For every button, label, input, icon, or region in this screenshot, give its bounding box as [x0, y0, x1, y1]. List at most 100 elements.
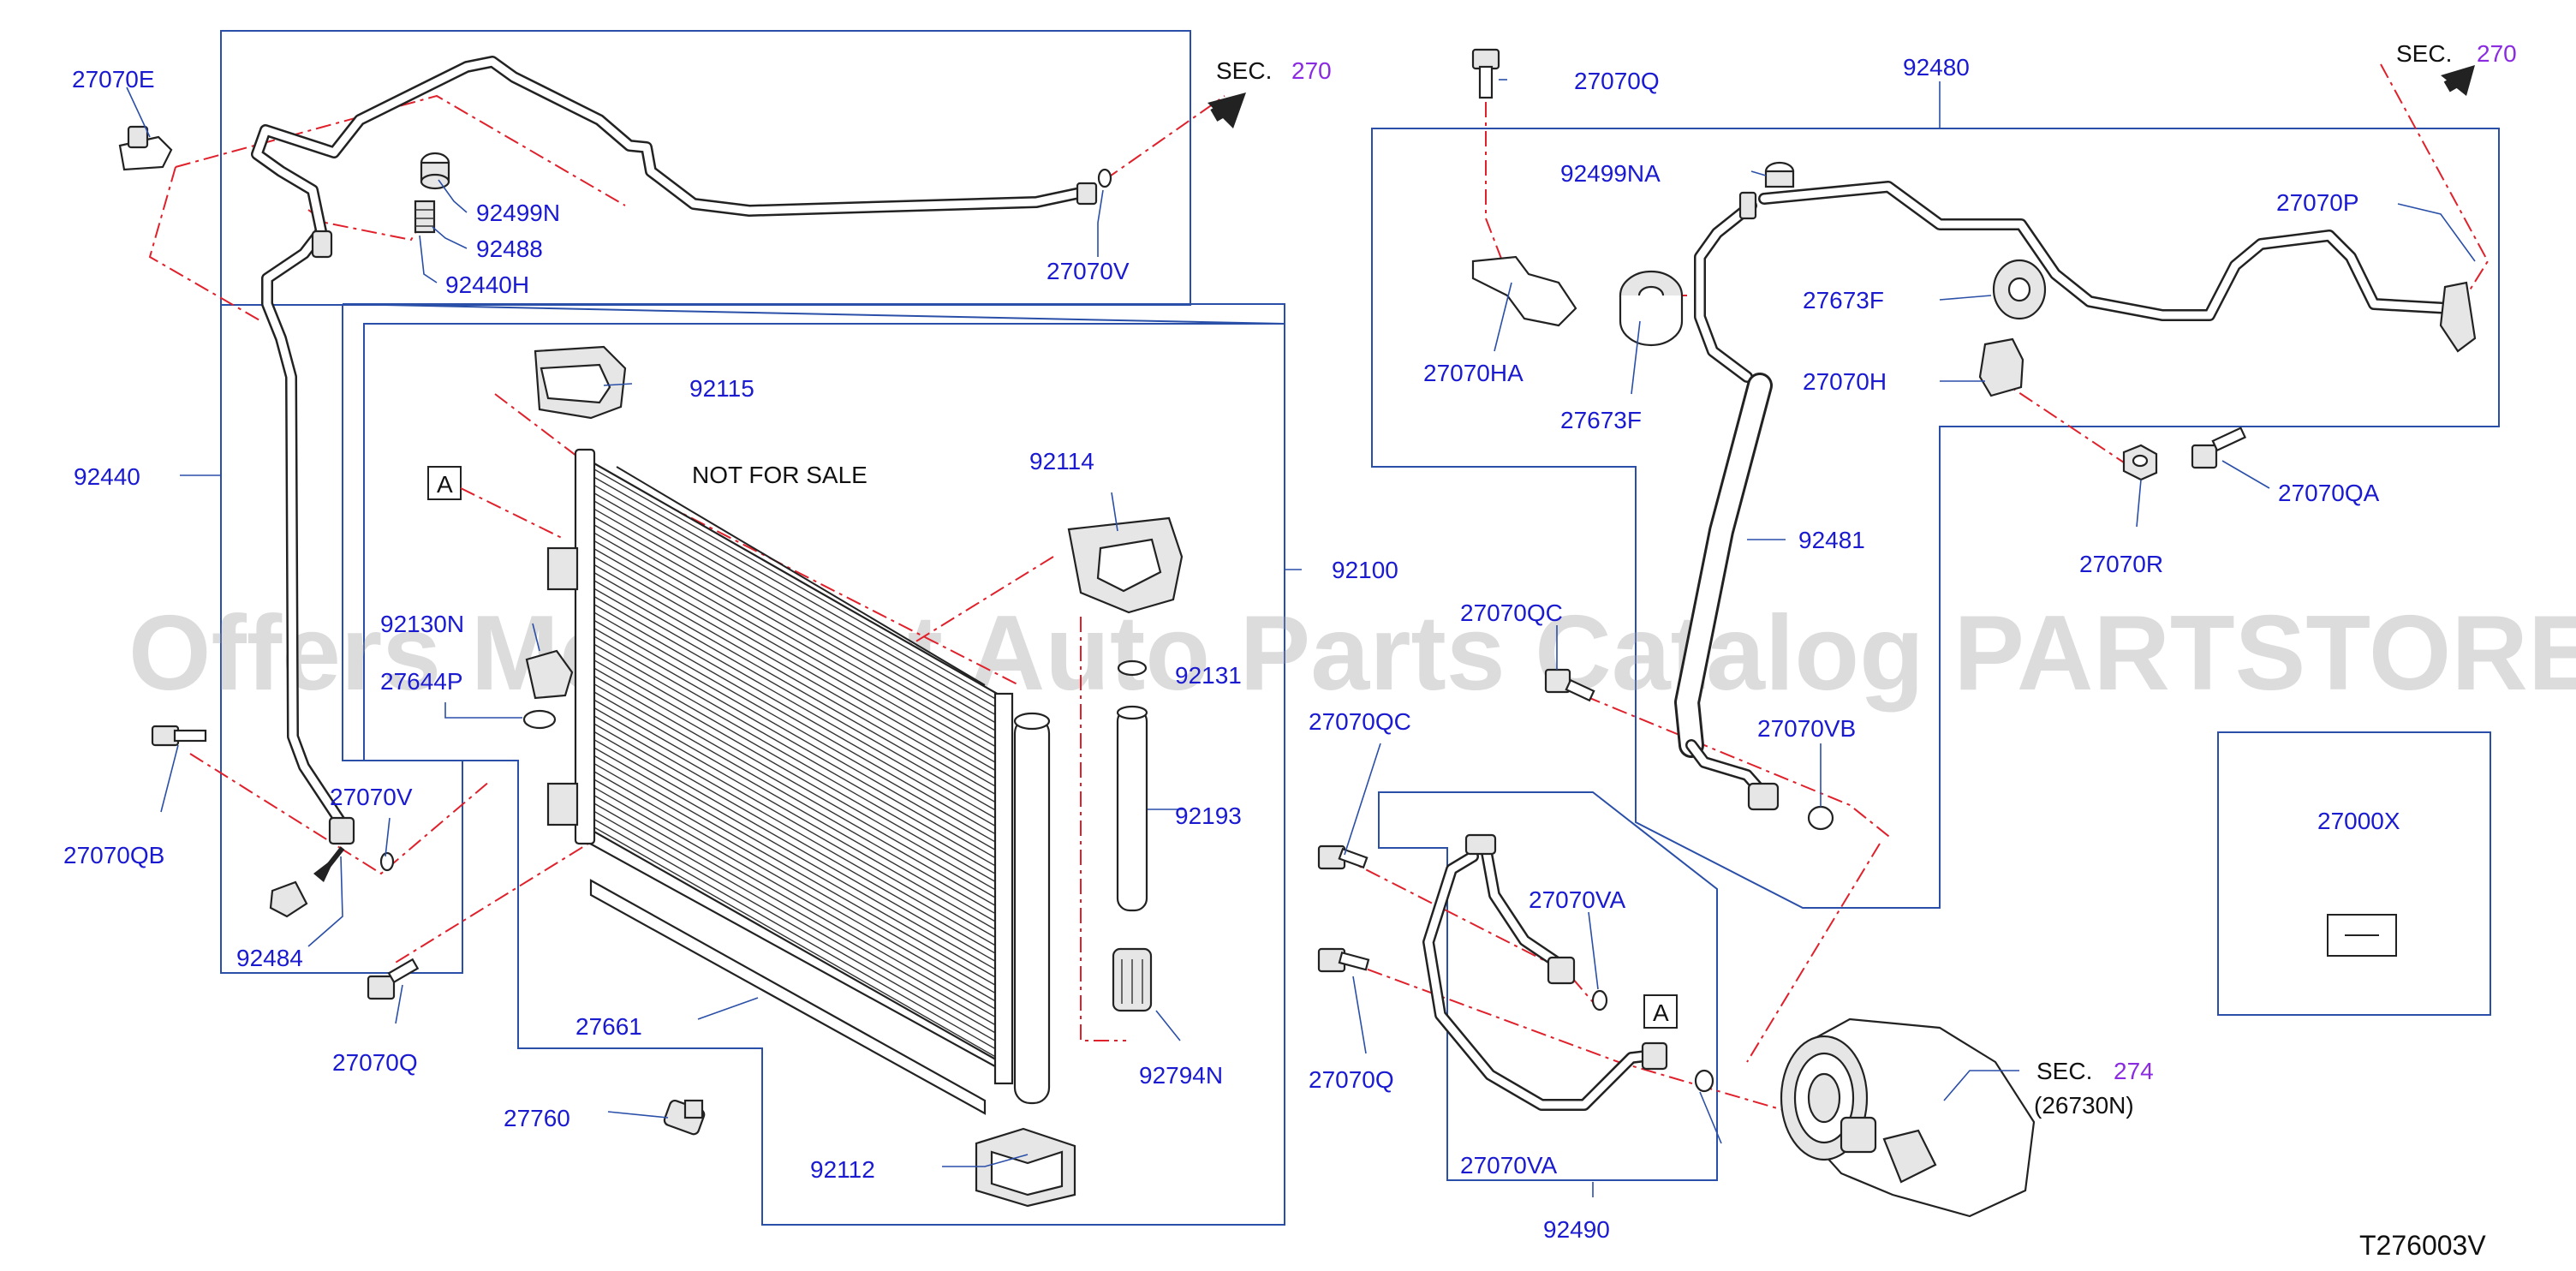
o-ring-27070vb — [1807, 805, 1834, 831]
condenser-fin — [593, 636, 999, 868]
condenser-fin — [593, 468, 999, 701]
leader-lines — [126, 79, 2476, 1197]
seal-27661 — [589, 879, 987, 1115]
label-27070va-lower: 27070VA — [1460, 1152, 1557, 1179]
label-92131: 92131 — [1175, 662, 1242, 689]
condenser-fin — [593, 771, 999, 1004]
label-27070v-top: 27070V — [1046, 258, 1130, 284]
condenser-92100 — [546, 448, 1014, 1085]
label-27673f-left: 27673F — [1560, 407, 1642, 433]
receiver-tank — [975, 712, 1076, 1208]
condenser-fin — [593, 675, 999, 909]
label-92130n: 92130N — [380, 611, 464, 637]
label-27070ha: 27070HA — [1423, 360, 1524, 386]
frame-92100 — [342, 303, 1285, 1226]
condenser-fin — [593, 683, 999, 916]
ref-a-right: A — [1653, 999, 1669, 1026]
condenser-fin — [593, 747, 999, 980]
note-not-for-sale: NOT FOR SALE — [692, 462, 868, 488]
sec-number-top-right: 270 — [2477, 40, 2517, 67]
condenser-fin — [593, 819, 999, 1052]
condenser-fin — [593, 484, 999, 718]
watermark: Offers Merchant Auto Parts Catalog PARTS… — [128, 594, 2576, 713]
condenser-fin — [593, 476, 999, 709]
label-27070e: 27070E — [72, 66, 155, 92]
label-92115: 92115 — [689, 375, 754, 402]
condenser-fin — [593, 707, 999, 940]
sec-label-compressor: SEC. — [2036, 1058, 2092, 1084]
sec-number-top-left: 270 — [1291, 57, 1332, 84]
label-27070va-upper: 27070VA — [1529, 886, 1625, 913]
ref-box-a-left — [427, 466, 462, 500]
condenser-fin — [593, 619, 999, 853]
bolt-27070qa — [2191, 427, 2247, 469]
condenser-fin — [593, 556, 999, 789]
label-92488: 92488 — [476, 236, 543, 262]
condenser-fin — [593, 604, 999, 837]
label-27760: 27760 — [504, 1105, 570, 1131]
condenser-fin — [593, 715, 999, 948]
label-92794n: 92794N — [1139, 1062, 1223, 1089]
filter-92794n — [1112, 947, 1153, 1012]
condenser-fin — [593, 667, 999, 900]
condenser-fin — [593, 810, 999, 1044]
sec-arrows — [1208, 65, 2475, 128]
condenser-fin — [593, 763, 999, 996]
condenser-fin — [593, 795, 999, 1028]
label-92480: 92480 — [1903, 54, 1970, 81]
condenser-fin — [593, 803, 999, 1035]
label-27661: 27661 — [575, 1013, 642, 1040]
sec-ref-compressor: (26730N) — [2034, 1092, 2134, 1119]
condenser-fin — [593, 532, 999, 765]
bolt-27070q-left — [367, 958, 420, 1000]
condenser-fin — [593, 723, 999, 956]
sec-label-top-right: SEC. — [2396, 40, 2452, 67]
condenser-fin — [593, 588, 999, 820]
compressor — [1780, 1017, 2036, 1218]
label-plate-27000x — [2327, 914, 2397, 957]
frame-92480 — [1371, 128, 2500, 909]
label-92499n: 92499N — [476, 200, 560, 226]
nut-27070r — [2122, 444, 2158, 481]
label-27070qa: 27070QA — [2278, 480, 2380, 506]
label-27070qc-lower: 27070QC — [1309, 708, 1411, 735]
hose-92490 — [1422, 833, 1714, 1111]
label-92112: 92112 — [810, 1156, 875, 1183]
label-27070q-mid: 27070Q — [1309, 1066, 1394, 1093]
o-rings — [379, 168, 1112, 872]
condenser-fin — [593, 699, 999, 932]
valve-parts-top — [414, 152, 450, 234]
bolt-27070q-mid — [1317, 947, 1370, 973]
label-27070v-bot: 27070V — [330, 784, 413, 810]
ref-a-left: A — [437, 471, 453, 498]
label-92484: 92484 — [236, 945, 303, 971]
label-27070q-left: 27070Q — [332, 1049, 418, 1076]
condenser-fin — [593, 612, 999, 844]
label-27070p: 27070P — [2276, 189, 2359, 216]
label-27070vb: 27070VB — [1757, 715, 1856, 742]
grommet-27673f-right — [1992, 259, 2047, 320]
labels: 27070E 92440 92499N 92488 92440H 27070V … — [63, 40, 2517, 1261]
condenser-fin — [593, 755, 999, 988]
label-92440: 92440 — [74, 463, 140, 490]
frame-92440-left — [220, 305, 463, 974]
label-27070h: 27070H — [1803, 368, 1887, 395]
condenser-fin — [593, 572, 999, 805]
bracket-92114 — [1067, 516, 1184, 614]
condenser-fin — [593, 508, 999, 742]
label-27673f-right: 27673F — [1803, 287, 1884, 313]
label-27070r: 27070R — [2079, 551, 2163, 577]
condenser-fin — [593, 731, 999, 964]
condenser-fin — [593, 652, 999, 885]
bolt-27070qc-upper — [1544, 668, 1595, 702]
grommet-27673f-left — [1619, 270, 1684, 347]
frame-92490 — [1378, 791, 1718, 1181]
bracket-92130n — [525, 649, 574, 700]
label-92193: 92193 — [1175, 803, 1242, 829]
label-92440h: 92440H — [445, 272, 529, 298]
label-27070q-top: 27070Q — [1574, 68, 1660, 94]
label-92481: 92481 — [1798, 527, 1865, 553]
cap-92484 — [269, 846, 345, 918]
bolt-27070q-top — [1471, 48, 1500, 99]
